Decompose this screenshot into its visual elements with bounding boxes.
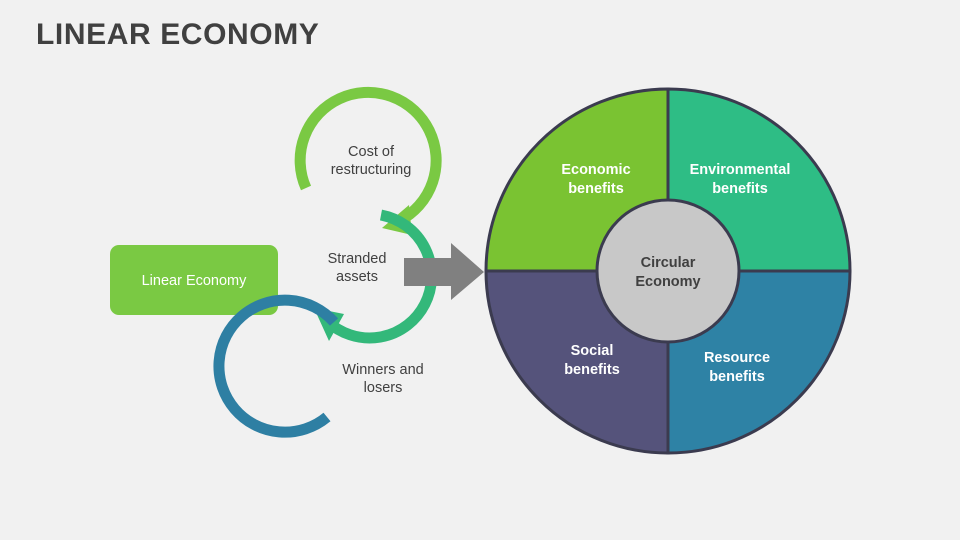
environmental-benefits-label-line2: benefits: [712, 181, 768, 197]
cycle-winners-and-losers[interactable]: Winners and losers: [213, 294, 424, 438]
linear-economy-box-shape: [110, 245, 278, 315]
economic-benefits-label-line1: Economic: [561, 162, 630, 178]
page-title: LINEAR ECONOMY: [36, 18, 320, 51]
circular-economy-center-circle: [595, 198, 741, 344]
transition-arrow: [404, 243, 484, 300]
economic-benefits-label-line2: benefits: [568, 181, 624, 197]
resource-benefits-label-line1: Resource: [704, 350, 770, 366]
social-benefits-label-line1: Social: [571, 343, 614, 359]
winners-and-losers-label-line2: losers: [364, 380, 403, 396]
resource-benefits-label-line2: benefits: [709, 369, 765, 385]
stranded-assets-arc: [323, 209, 438, 344]
circular-economy-donut: Economic benefits Environmental benefits…: [484, 87, 852, 455]
cost-of-restructuring-label-line2: restructuring: [331, 162, 412, 178]
winners-and-losers-label-line1: Winners and: [342, 362, 423, 378]
winners-and-losers-arc: [213, 294, 339, 438]
social-benefits-label-line2: benefits: [564, 362, 620, 378]
cost-of-restructuring-label-line1: Cost of: [348, 144, 395, 160]
cost-of-restructuring-arc: [294, 86, 442, 226]
donut-center-hub[interactable]: Circular Economy: [595, 198, 741, 344]
stranded-assets-label-line2: assets: [336, 269, 378, 285]
environmental-benefits-label-line1: Environmental: [690, 162, 791, 178]
stranded-assets-label-line1: Stranded: [328, 251, 387, 267]
circular-economy-center-label-line2: Economy: [635, 274, 700, 290]
linear-economy-box[interactable]: Linear Economy: [110, 245, 278, 315]
transition-arrow-shape: [404, 243, 484, 300]
linear-economy-box-label: Linear Economy: [142, 273, 248, 289]
circular-economy-center-label-line1: Circular: [641, 255, 696, 271]
cycle-cost-of-restructuring[interactable]: Cost of restructuring: [294, 86, 442, 235]
